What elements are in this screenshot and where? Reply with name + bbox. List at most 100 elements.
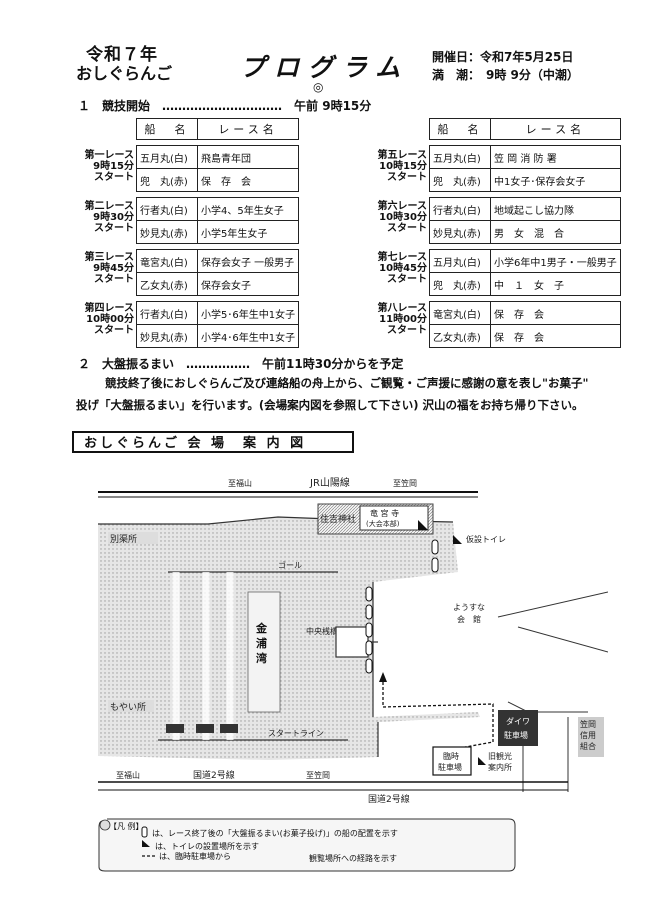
boat-name-cell: 兜 丸(赤): [136, 168, 198, 192]
race-name-cell: 保存会女子: [196, 272, 300, 296]
boat-name-cell: 乙女丸(赤): [429, 324, 491, 348]
section-1-heading: １ 競技開始 ‥‥‥‥‥‥‥‥‥‥‥‥‥‥‥ 午前 9時15分: [78, 99, 372, 113]
road-lines: [497, 591, 608, 792]
kanaura-bay-label-2: 浦: [256, 636, 267, 650]
map-legend: 【凡 例】 は、レース終了後の「大盤振るまい(お菓子投げ)」の船の配置を示す は…: [97, 815, 517, 873]
moyai-area: [108, 700, 154, 712]
start-line-label: スタートライン: [268, 729, 324, 738]
column-race-name: レース名: [490, 118, 621, 140]
toilet-marker-icon-2: [453, 535, 462, 544]
race-name-cell: 保 存 会: [196, 168, 300, 192]
page-title: プログラム: [240, 53, 410, 82]
race-label-label2: 9時30分: [93, 212, 134, 223]
old-info-center-label-1: 旧観光: [488, 751, 512, 761]
table-row: 兜 丸(赤)中1女子･保存会女子: [429, 168, 621, 192]
race-table-left: 船 名レース名五月丸(白)飛島青年団兜 丸(赤)保 存 会行者丸(白)小学4、5…: [136, 118, 300, 353]
header-title-year: 令和７年: [86, 45, 158, 65]
table-row: 乙女丸(赤)保存会女子: [136, 272, 300, 296]
boat-name-cell: 竜宮丸(白): [136, 249, 198, 273]
road-to-fukuyama-bottom: 至福山: [116, 770, 140, 780]
table-row: 竜宮丸(白)保 存 会: [429, 301, 621, 325]
railway-line: [98, 491, 478, 498]
boat-name-cell: 行者丸(白): [136, 197, 198, 221]
boat-name-cell: 五月丸(白): [429, 145, 491, 169]
race-label-label3: スタート: [94, 325, 134, 336]
race-name-cell: 地域起こし協力隊: [490, 197, 621, 221]
goal-label: ゴール: [278, 560, 302, 570]
race-table-header: 船 名レース名: [136, 118, 300, 140]
ryugu-temple-label: 竜 宮 寺: [370, 508, 399, 518]
double-circle-mark: ◎: [313, 80, 324, 94]
legend-boat-icon: [141, 826, 148, 838]
race-name-cell: 笠 岡 消 防 署: [490, 145, 621, 169]
race-name-cell: 男 女 混 合: [490, 220, 621, 244]
daiwa-label: ダイワ: [506, 716, 530, 726]
kanaura-bay-label-3: 湾: [256, 651, 267, 665]
race-name-cell: 飛島青年団: [196, 145, 300, 169]
race-label-label2: 10時00分: [86, 314, 134, 325]
race-name-cell: 保存会女子 一般男子: [196, 249, 300, 273]
table-row: 五月丸(白)飛島青年団: [136, 145, 300, 169]
header-title-event: おしぐらんご: [76, 64, 173, 83]
section-2-heading: ２ 大盤振るまい ‥‥‥‥‥‥‥‥ 午前11時30分からを予定: [78, 357, 404, 371]
race-table-header: 船 名レース名: [429, 118, 621, 140]
table-row: 乙女丸(赤)保 存 会: [429, 324, 621, 348]
yousuna-hall-label-2: 会 館: [457, 614, 481, 624]
race-name-cell: 小学5年生女子: [196, 220, 300, 244]
race-name-cell: 中1女子･保存会女子: [490, 168, 621, 192]
race-label-label3: スタート: [94, 223, 134, 234]
column-boat-name: 船 名: [429, 118, 491, 140]
race-label-label2: 9時15分: [93, 161, 134, 172]
column-race-name: レース名: [196, 118, 300, 140]
temporary-parking-label-1: 臨時: [443, 751, 459, 761]
table-row: 竜宮丸(白)保存会女子 一般男子: [136, 249, 300, 273]
race-label-label2: 11時00分: [379, 314, 427, 325]
race-table-right: 船 名レース名五月丸(白)笠 岡 消 防 署兜 丸(赤)中1女子･保存会女子行者…: [429, 118, 621, 353]
legend-boat-text: は、レース終了後の「大盤振るまい(お菓子投げ)」の船の配置を示す: [152, 829, 398, 838]
toilet-marker-icon: [418, 520, 428, 530]
boat-name-cell: 行者丸(白): [429, 197, 491, 221]
event-date: 開催日：令和7年5月25日: [432, 50, 574, 64]
jr-sanyo-line-label: JR山陽線: [309, 476, 350, 489]
route-arrow-icon: [379, 672, 387, 682]
boat-name-cell: 行者丸(白): [136, 301, 198, 325]
table-row: 妙見丸(赤)小学4･6年生中1女子: [136, 324, 300, 348]
table-row: 兜 丸(赤)中 １ 女 子: [429, 272, 621, 296]
kasaoka-label-1: 笠岡: [580, 719, 596, 729]
temporary-toilet-label: 仮設トイレ: [466, 534, 506, 544]
race-label-label2: 10時15分: [379, 161, 427, 172]
race-label-label1: 第八レース: [377, 303, 428, 314]
map-heading: おしぐらんご 会 場 案 内 図: [72, 431, 354, 453]
table-row: 行者丸(白)小学4、5年生女子: [136, 197, 300, 221]
section-2-text-line2: 投げ「大盤振るまい」を行います。(会場案内図を参照して下さい) 沢山の福をお持ち…: [76, 398, 584, 412]
section-2-text-line1: 競技終了後におしぐらんご及び連絡船の舟上から、ご観覧・ご声援に感謝の意を表し"お…: [105, 376, 589, 390]
boat-name-cell: 妙見丸(赤): [136, 324, 198, 348]
legend-scroll-frame: [98, 818, 516, 872]
boat-name-cell: 乙女丸(赤): [136, 272, 198, 296]
legend-title: 【凡 例】: [109, 822, 144, 831]
race-label-label2: 10時45分: [379, 263, 427, 274]
race-label-label3: スタート: [387, 274, 427, 285]
race-name-cell: 小学5･6年生中1女子: [196, 301, 300, 325]
national-route-2-label: 国道2号線: [193, 769, 235, 781]
legend-route-text: は、臨時駐車場から: [159, 852, 231, 861]
road-to-kasaoka-top: 至笠岡: [393, 478, 417, 488]
lane-markers: [166, 724, 238, 733]
national-route-2-label-2: 国道2号線: [368, 793, 410, 805]
table-row: 行者丸(白)小学5･6年生中1女子: [136, 301, 300, 325]
bekkyo-area: [108, 532, 158, 544]
race-label-label1: 第一レース: [84, 150, 135, 161]
table-row: 妙見丸(赤)小学5年生女子: [136, 220, 300, 244]
race-label-label1: 第二レース: [84, 201, 135, 212]
venue-map: 至福山 JR山陽線 至笠岡 住吉神社 竜 宮 寺 (大会本部) 仮設トイレ 別渠…: [98, 476, 608, 805]
kasaoka-credit-union: [578, 717, 604, 757]
race-label-label3: スタート: [94, 274, 134, 285]
central-pier: [335, 626, 369, 658]
kasaoka-label-3: 組合: [580, 741, 596, 751]
daiwa-parking: [498, 710, 538, 746]
